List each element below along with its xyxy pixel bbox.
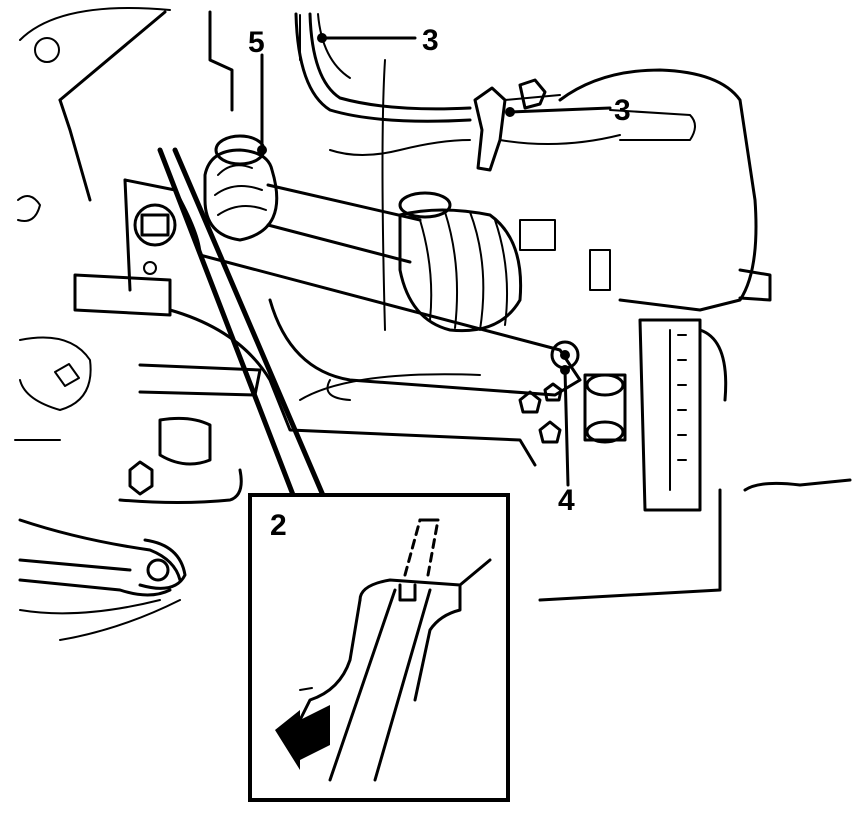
anti-roll-bar-link	[18, 460, 187, 641]
callout-detail: 2	[270, 509, 287, 542]
callout-boot-clamp: 5	[248, 26, 265, 59]
callout-pipe-bracket: 3	[614, 94, 631, 127]
drive-shaft	[203, 134, 523, 333]
brake-pipes	[294, 12, 621, 172]
body-panel	[14, 7, 386, 441]
leader-lines	[257, 33, 612, 487]
callout-pipe-upper: 3	[422, 24, 439, 57]
callout-arm-bolt: 4	[558, 484, 575, 517]
lower-control-arm	[73, 178, 582, 504]
strut	[519, 68, 852, 602]
arm-rear-bush	[518, 340, 627, 444]
pry-bar	[157, 147, 328, 503]
detail-inset	[248, 493, 510, 802]
force-arrow-icon	[275, 705, 330, 770]
